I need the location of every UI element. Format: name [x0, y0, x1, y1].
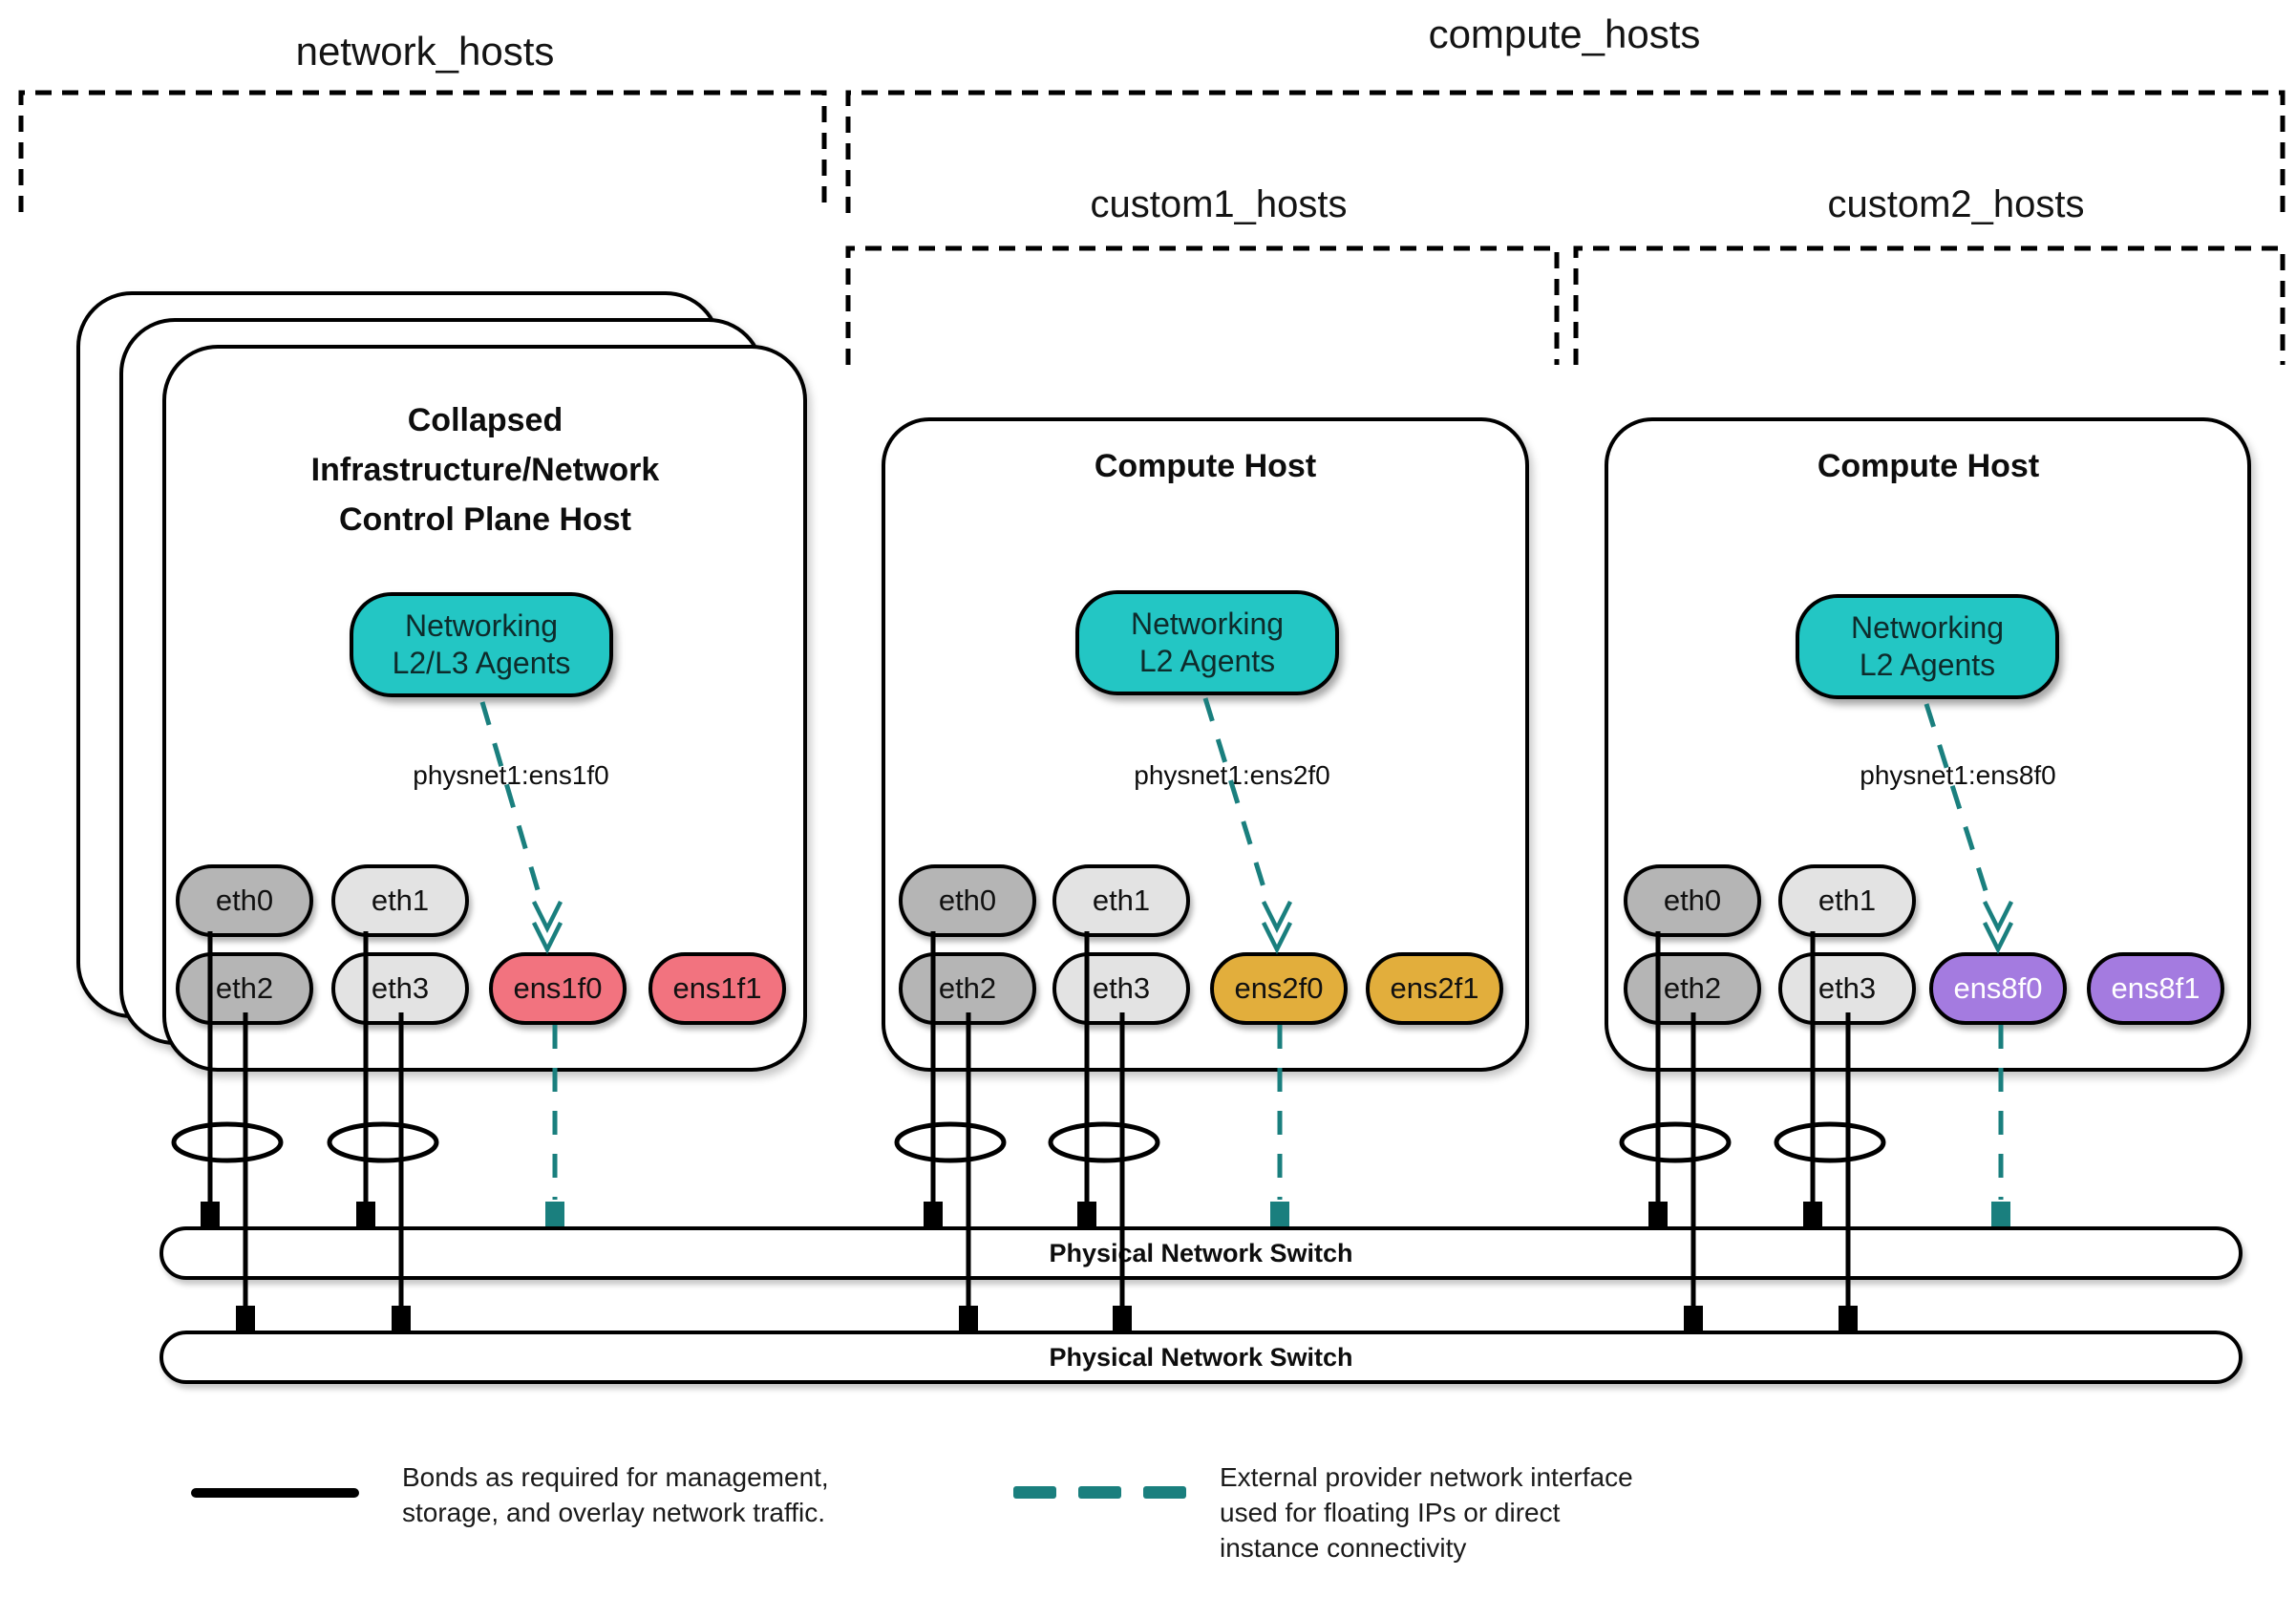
- legend-bond-line-swatch: [191, 1488, 359, 1498]
- bond-ellipses: [171, 1121, 1886, 1163]
- custom1-hosts-bracket: [845, 245, 1560, 365]
- agent-pill-control: Networking L2/L3 Agents: [350, 592, 613, 697]
- group-label-compute-hosts: compute_hosts: [1428, 11, 1701, 56]
- nic-pill-eth0: eth0: [899, 864, 1036, 937]
- legend-bond-text: Bonds as required for management, storag…: [402, 1462, 829, 1527]
- control-host-title: Collapsed Infrastructure/Network Control…: [310, 402, 660, 538]
- physical-network-switch-1: Physical Network Switch: [159, 1226, 2243, 1280]
- physical-network-switch-2: Physical Network Switch: [159, 1331, 2243, 1384]
- network-hosts-bracket: [18, 90, 827, 212]
- nic-pill-ens1f0: ens1f0: [489, 952, 627, 1025]
- switch1-connectors: [201, 1202, 1822, 1226]
- nic-pill-eth2: eth2: [1624, 952, 1761, 1025]
- nic-pill-ens2f0: ens2f0: [1210, 952, 1348, 1025]
- nic-pill-eth1: eth1: [1052, 864, 1190, 937]
- compute-host1-title: Compute Host: [1094, 448, 1317, 484]
- physnet-label-compute2: physnet1:ens8f0: [1860, 760, 2056, 790]
- physnet-label-control: physnet1:ens1f0: [413, 760, 609, 790]
- nic-pill-ens1f1: ens1f1: [648, 952, 786, 1025]
- nic-pill-eth0: eth0: [176, 864, 313, 937]
- compute-host2-title: Compute Host: [1817, 448, 2040, 484]
- nic-pill-eth0: eth0: [1624, 864, 1761, 937]
- nic-pill-eth1: eth1: [1778, 864, 1916, 937]
- legend-provider-dash-swatch: [1013, 1486, 1186, 1499]
- provider-switch-connectors: [545, 1202, 2010, 1226]
- agent-pill-compute2: Networking L2 Agents: [1796, 594, 2059, 699]
- physnet-label-compute1: physnet1:ens2f0: [1134, 760, 1330, 790]
- switch2-connectors: [236, 1306, 1858, 1331]
- nic-pill-ens8f1: ens8f1: [2087, 952, 2224, 1025]
- custom2-hosts-bracket: [1573, 245, 2285, 365]
- nic-pill-eth1: eth1: [331, 864, 469, 937]
- nic-pill-eth3: eth3: [1778, 952, 1916, 1025]
- nic-pill-ens8f0: ens8f0: [1929, 952, 2067, 1025]
- group-label-network-hosts: network_hosts: [295, 29, 555, 74]
- group-label-custom1-hosts: custom1_hosts: [1090, 183, 1348, 225]
- group-label-custom2-hosts: custom2_hosts: [1827, 183, 2085, 225]
- nic-pill-eth2: eth2: [899, 952, 1036, 1025]
- nic-pill-eth3: eth3: [1052, 952, 1190, 1025]
- nic-pill-ens2f1: ens2f1: [1366, 952, 1503, 1025]
- agent-pill-compute1: Networking L2 Agents: [1075, 590, 1339, 695]
- nic-pill-eth3: eth3: [331, 952, 469, 1025]
- nic-pill-eth2: eth2: [176, 952, 313, 1025]
- legend-provider-text: External provider network interface used…: [1220, 1462, 1633, 1563]
